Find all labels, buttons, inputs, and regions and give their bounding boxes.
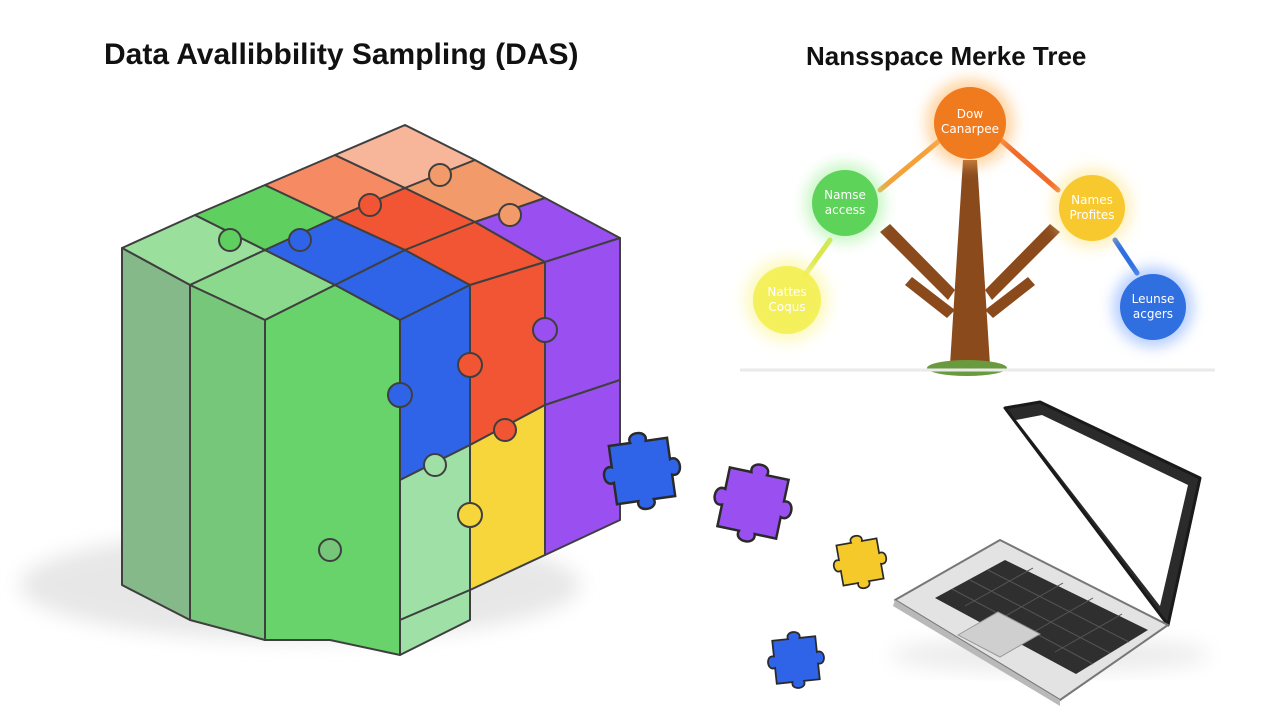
tree-title: Nansspace Merke Tree xyxy=(806,41,1087,71)
tree-node-lower-left: Nattes Coqus xyxy=(745,258,829,342)
lower-left-label-2: Coqus xyxy=(768,300,805,314)
link-right-lowerright xyxy=(1112,237,1140,276)
lower-left-label-1: Nattes xyxy=(767,285,806,299)
tree-grass xyxy=(927,360,1007,376)
left-label-1: Namse xyxy=(824,188,866,202)
tree-node-lower-right: Leunse acgers xyxy=(1113,267,1193,347)
cube-puzzle-tabs xyxy=(218,163,558,562)
tree-trunk xyxy=(880,160,1060,365)
laptop-key-grid xyxy=(951,567,1130,665)
laptop-base-edge xyxy=(893,600,1060,706)
tree-node-left: Namse access xyxy=(805,163,885,243)
right-label-1: Names xyxy=(1071,193,1113,207)
laptop-screen xyxy=(1016,415,1188,606)
merkle-tree: Dow Canarpee Namse access Names Profites… xyxy=(740,79,1215,376)
floating-pieces xyxy=(597,426,892,693)
das-title: Data Avallibbility Sampling (DAS) xyxy=(104,38,579,71)
link-root-left xyxy=(877,138,942,193)
puzzle-piece-blue-small xyxy=(763,627,829,693)
laptop-icon xyxy=(890,400,1210,706)
lower-right-label-2: acgers xyxy=(1133,307,1173,321)
cube-front-face xyxy=(399,237,621,656)
tree-node-right: Names Profites xyxy=(1052,168,1132,248)
puzzle-cube xyxy=(20,124,621,656)
right-label-2: Profites xyxy=(1070,208,1115,222)
cube-left-face xyxy=(121,247,401,656)
left-label-2: access xyxy=(825,203,865,217)
laptop-touchpad xyxy=(956,611,1042,658)
link-root-right xyxy=(999,138,1061,193)
puzzle-piece-yellow xyxy=(828,530,892,594)
root-label-1: Dow xyxy=(957,107,984,121)
tree-node-root: Dow Canarpee xyxy=(926,79,1014,167)
lower-right-label-1: Leunse xyxy=(1132,292,1175,306)
root-label-2: Canarpee xyxy=(941,122,999,136)
puzzle-piece-purple xyxy=(705,455,801,551)
